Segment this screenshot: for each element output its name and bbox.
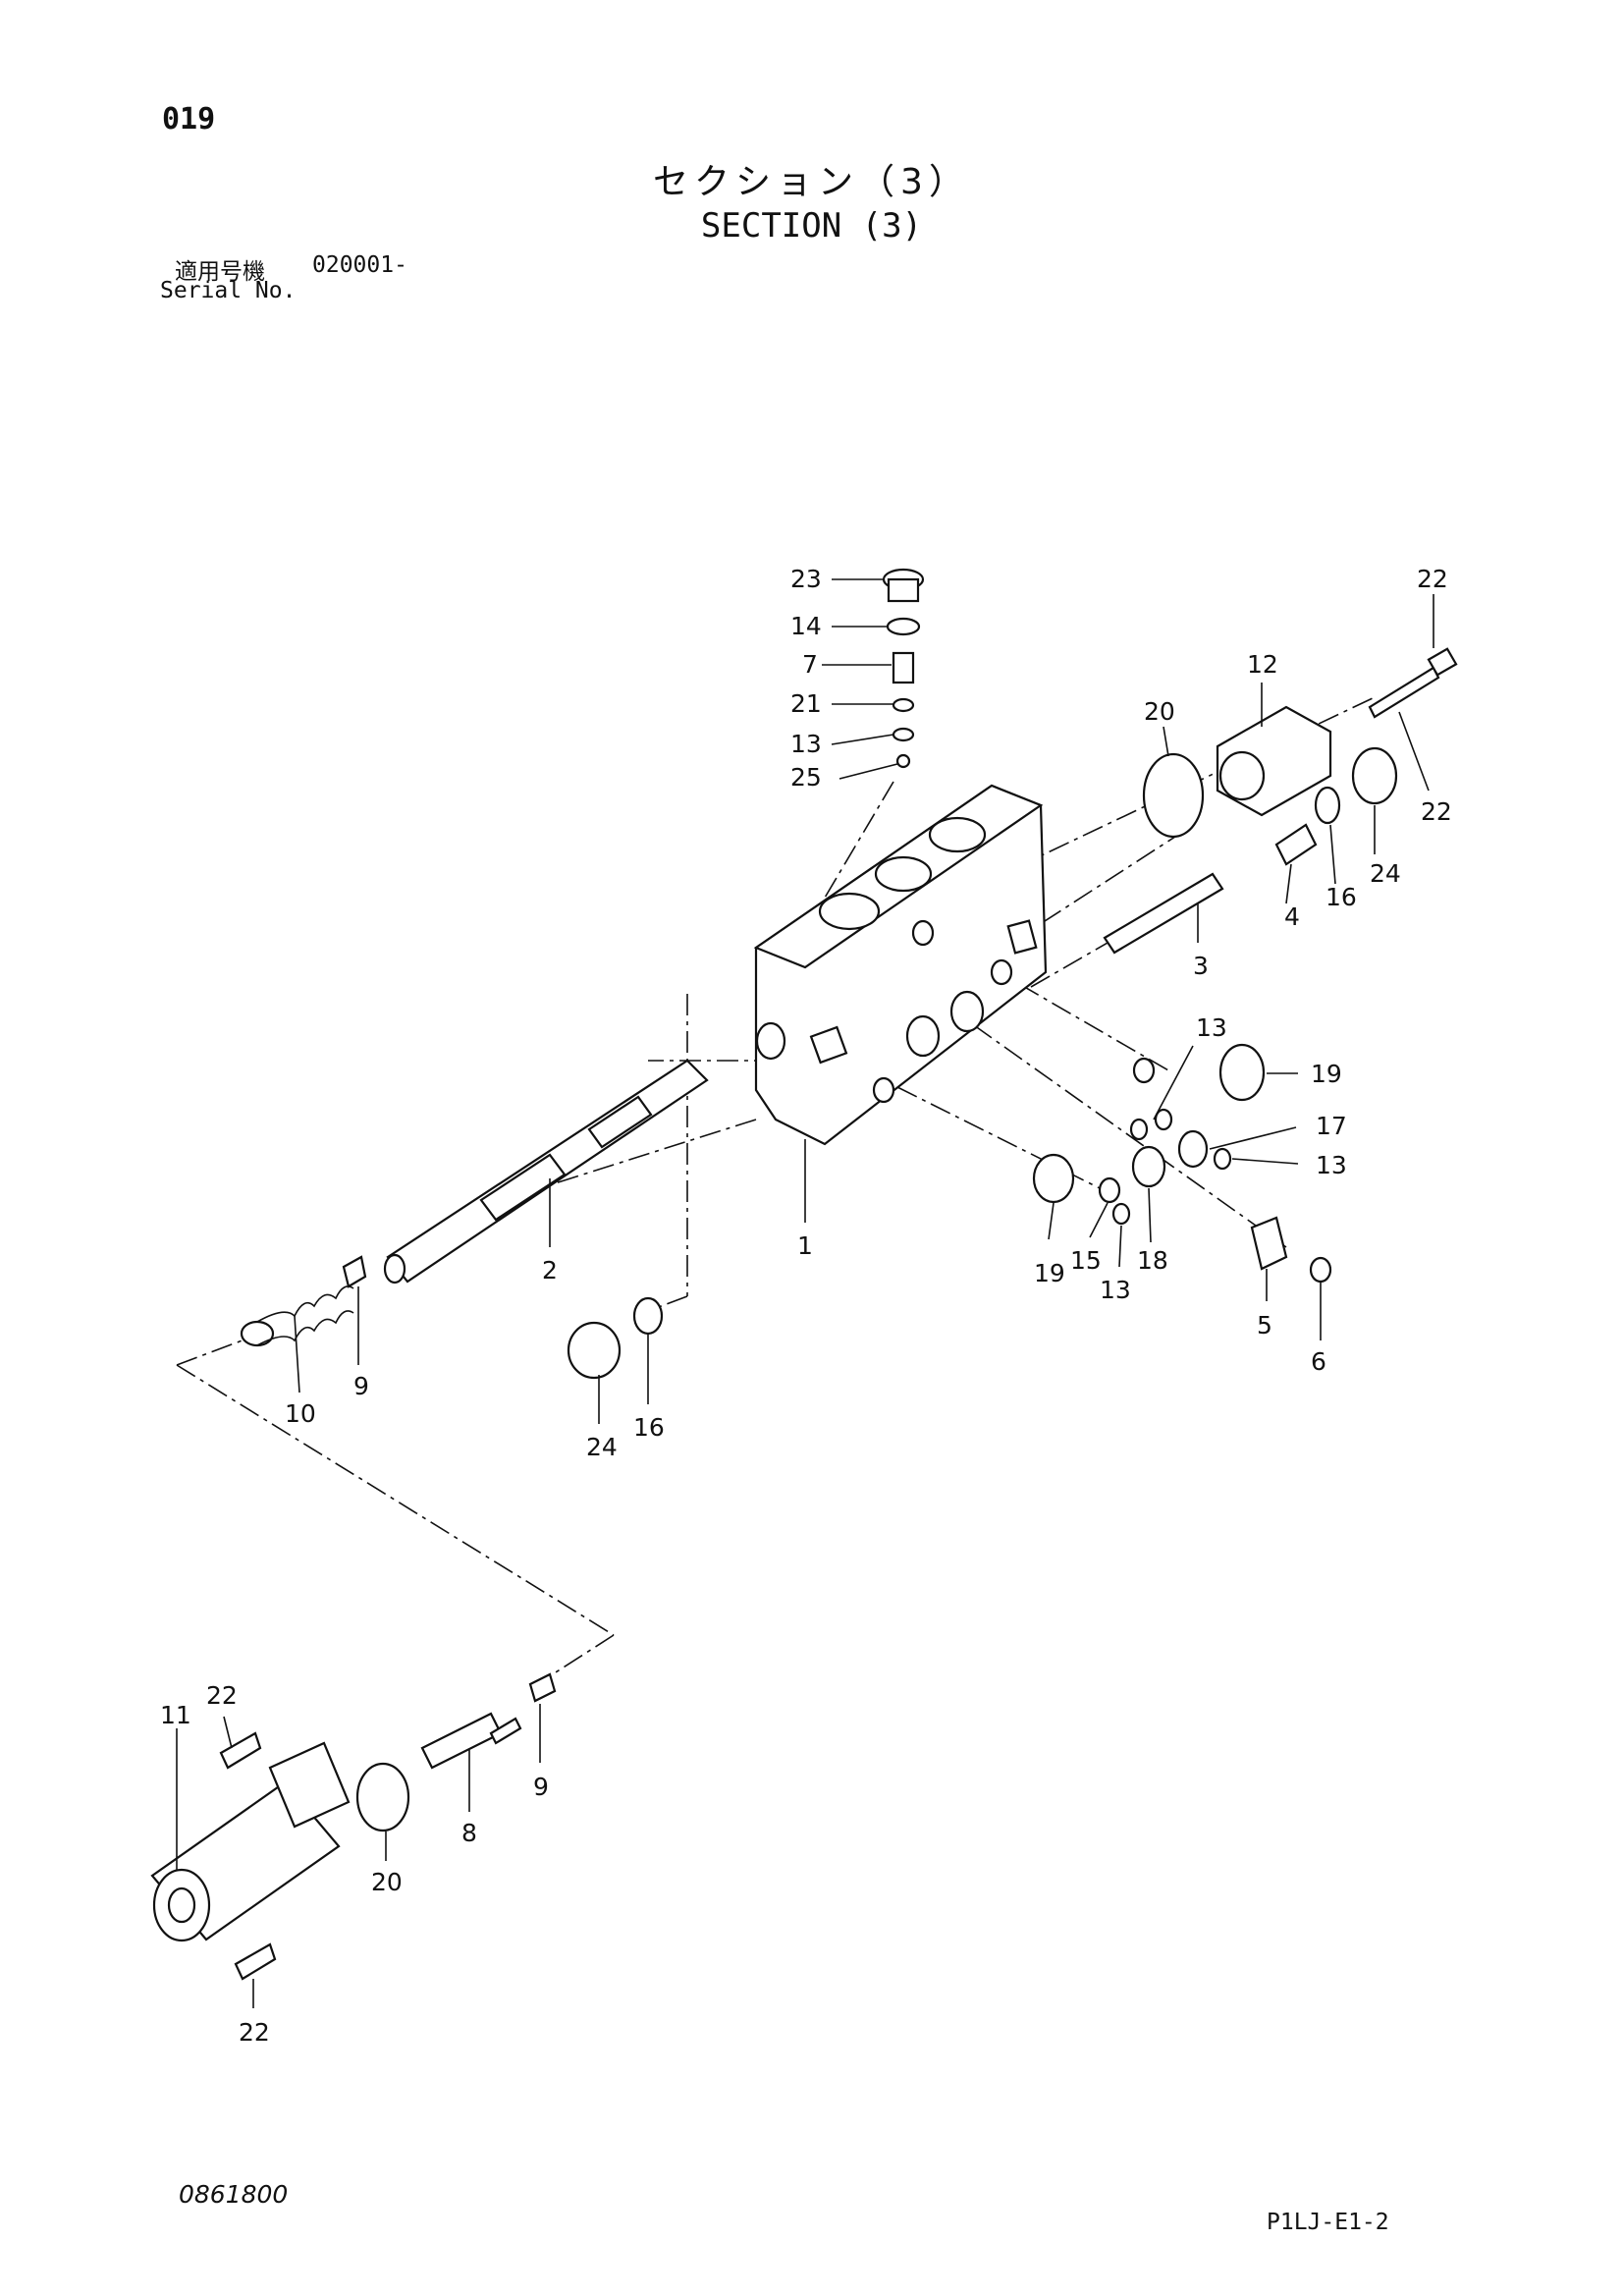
callout-1: 1	[797, 1231, 813, 1260]
callout-19: 19	[1311, 1060, 1342, 1088]
callout-24: 24	[586, 1433, 618, 1461]
callout-14: 14	[790, 612, 822, 640]
callout-11: 11	[160, 1701, 191, 1729]
callout-22: 22	[239, 2018, 270, 2047]
callout-23: 23	[790, 565, 822, 593]
leader-lines	[176, 578, 1434, 2008]
callout-3: 3	[1193, 952, 1209, 980]
callout-10: 10	[285, 1399, 316, 1428]
right-seals	[1032, 1043, 1332, 1284]
serial-label-english: Serial No.	[160, 278, 297, 303]
callout-6: 6	[1311, 1347, 1326, 1376]
callout-16: 16	[1325, 883, 1357, 911]
callout-20: 20	[371, 1868, 403, 1896]
callout-22: 22	[1417, 565, 1448, 593]
document-code: P1LJ-E1-2	[1267, 2210, 1389, 2235]
callout-13: 13	[790, 730, 822, 758]
callout-labels: 23 14 7 21 13 25 22 12 20 22 24 16 4 3 1…	[160, 565, 1452, 2047]
right-cap-assembly	[1103, 647, 1458, 955]
callout-5: 5	[1257, 1311, 1272, 1339]
callout-21: 21	[790, 689, 822, 718]
callout-24: 24	[1370, 859, 1401, 888]
callout-18: 18	[1137, 1246, 1168, 1275]
callout-7: 7	[802, 650, 818, 679]
callout-4: 4	[1284, 902, 1300, 931]
callout-8: 8	[461, 1819, 477, 1847]
callout-2: 2	[542, 1256, 558, 1285]
callout-9: 9	[533, 1773, 549, 1801]
title-japanese: セクション（3）	[653, 162, 970, 202]
callout-19: 19	[1034, 1259, 1065, 1287]
top-plug-stack	[882, 568, 925, 769]
callout-12: 12	[1247, 650, 1278, 679]
callout-17: 17	[1316, 1112, 1347, 1140]
valve-body	[753, 784, 1048, 1146]
callout-16: 16	[633, 1413, 665, 1442]
assembly-lines	[176, 696, 1376, 1680]
serial-number-value: 020001-	[312, 252, 407, 278]
callout-25: 25	[790, 763, 822, 792]
callout-22: 22	[1421, 797, 1452, 826]
lower-cap-assembly	[150, 1672, 557, 1981]
page-number: 019	[162, 102, 216, 137]
callout-9: 9	[353, 1372, 369, 1400]
callout-20: 20	[1144, 697, 1175, 726]
lower-plug	[567, 1296, 664, 1380]
title-english: SECTION (3)	[700, 206, 923, 246]
serial-label-japanese: 適用号機	[175, 259, 265, 285]
callout-22: 22	[206, 1681, 238, 1710]
spring-assembly	[240, 1255, 367, 1347]
main-spool	[383, 1059, 709, 1285]
drawing-number: 0861800	[179, 2180, 289, 2209]
callout-13: 13	[1316, 1151, 1347, 1179]
callout-15: 15	[1070, 1246, 1102, 1275]
callout-13: 13	[1196, 1013, 1227, 1042]
callout-13: 13	[1100, 1276, 1131, 1304]
